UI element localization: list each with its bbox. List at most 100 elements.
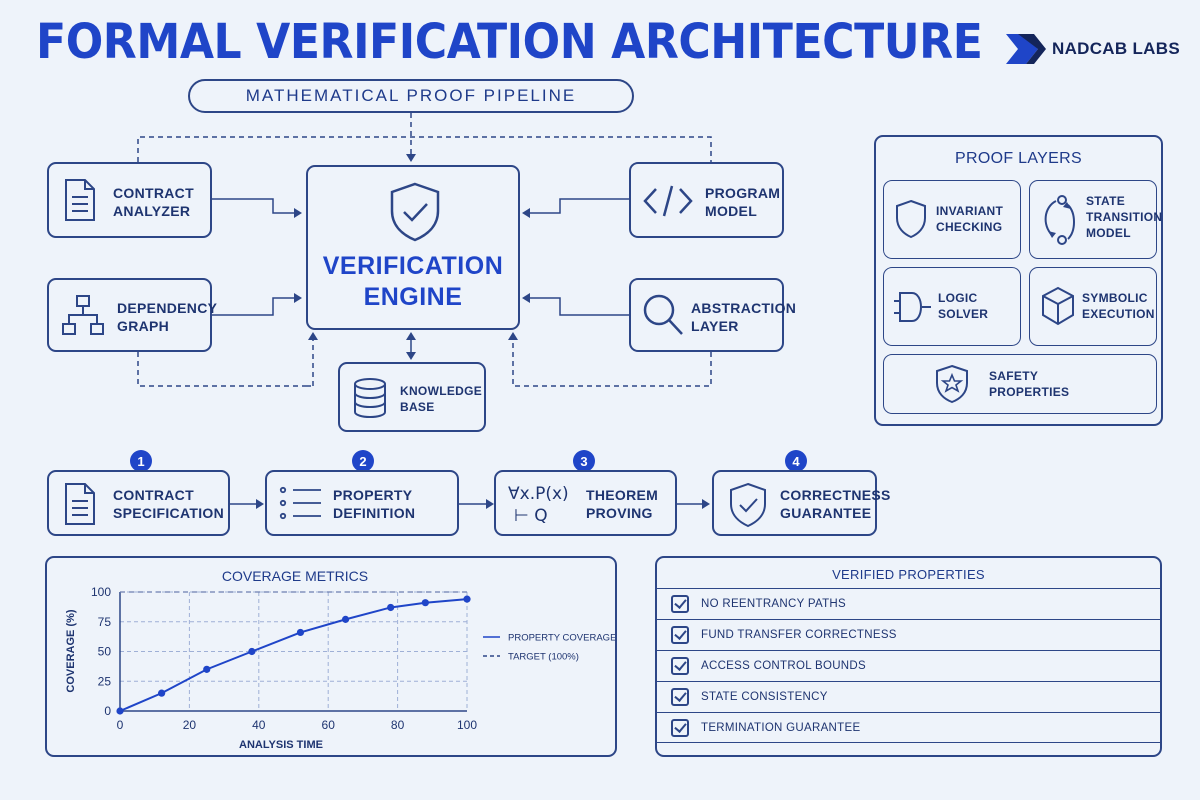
verified-item-label: NO REENTRANCY PATHS xyxy=(701,598,846,610)
invariant-label-2: CHECKING xyxy=(936,220,1003,234)
safety-properties-card: SAFETY PROPERTIES xyxy=(883,354,1157,414)
step-2-property-definition: PROPERTY DEFINITION xyxy=(265,470,459,536)
cube-icon xyxy=(1042,286,1074,326)
legend-label: TARGET (100%) xyxy=(508,652,579,663)
dependency-graph-node: DEPENDENCY GRAPH xyxy=(47,278,217,352)
engine-title-line-2: ENGINE xyxy=(363,283,463,311)
verified-item-label: STATE CONSISTENCY xyxy=(701,691,828,703)
abstraction-layer-node: ABSTRACTION LAYER xyxy=(629,278,796,352)
logic-label-2: SOLVER xyxy=(938,307,989,321)
abstraction-layer-label-2: LAYER xyxy=(691,318,739,334)
proof-layers-panel: PROOF LAYERS INVARIANT CHECKING STATE TR… xyxy=(874,135,1163,426)
step-2-badge: 2 xyxy=(352,450,374,472)
verified-item: ACCESS CONTROL BOUNDS xyxy=(657,650,1160,681)
verified-item: STATE CONSISTENCY xyxy=(657,681,1160,712)
brand-logo: NADCAB LABS xyxy=(1004,30,1180,68)
data-point xyxy=(296,628,305,637)
invariant-label-1: INVARIANT xyxy=(936,204,1004,218)
y-tick-label: 0 xyxy=(104,704,111,718)
y-tick-label: 100 xyxy=(91,585,111,599)
verified-properties-title: VERIFIED PROPERTIES xyxy=(832,567,985,582)
checkbox-icon xyxy=(671,657,689,675)
step-3-theorem-proving: ∀x.P(x) ⊢ Q THEOREM PROVING xyxy=(494,470,677,536)
verification-engine-node: VERIFICATION ENGINE xyxy=(306,165,520,330)
contract-analyzer-label-1: CONTRACT xyxy=(113,185,194,201)
symbolic-execution-card: SYMBOLIC EXECUTION xyxy=(1029,267,1157,346)
step-2-line-2: DEFINITION xyxy=(333,505,416,521)
verified-item-label: FUND TRANSFER CORRECTNESS xyxy=(701,629,897,641)
step-1-badge: 1 xyxy=(130,450,152,472)
chart-x-axis-label: ANALYSIS TIME xyxy=(239,739,323,751)
magnifier-icon xyxy=(643,294,683,335)
step-1-line-2: SPECIFICATION xyxy=(113,505,224,521)
verified-item-label: ACCESS CONTROL BOUNDS xyxy=(701,660,866,672)
chart-y-axis-label: COVERAGE (%) xyxy=(65,609,77,692)
engine-title-line-1: VERIFICATION xyxy=(322,252,504,280)
page-title: FORMAL VERIFICATION ARCHITECTURE xyxy=(36,14,983,70)
nadcab-logo-icon xyxy=(1006,34,1046,64)
logic-gate-icon xyxy=(894,292,931,322)
x-tick-label: 40 xyxy=(252,718,266,732)
verified-properties-panel: VERIFIED PROPERTIES NO REENTRANCY PATHS … xyxy=(655,556,1162,757)
series-line-1 xyxy=(119,598,468,712)
document-icon xyxy=(65,179,95,221)
knowledge-base-node: KNOWLEDGE BASE xyxy=(338,362,486,432)
symbolic-label-1: SYMBOLIC xyxy=(1082,291,1148,305)
coverage-metrics-panel: COVERAGE METRICS COVERAGE (%) ANALYSIS T… xyxy=(45,556,617,757)
pipeline-banner: MATHEMATICAL PROOF PIPELINE xyxy=(188,79,634,113)
knowledge-base-label-1: KNOWLEDGE xyxy=(400,384,483,398)
dependency-graph-label-2: GRAPH xyxy=(117,318,170,334)
logic-label-1: LOGIC xyxy=(938,291,978,305)
cycle-icon xyxy=(1044,195,1075,245)
checkbox-icon xyxy=(671,595,689,613)
contract-analyzer-node: CONTRACT ANALYZER xyxy=(47,162,212,238)
step-1-contract-specification: CONTRACT SPECIFICATION xyxy=(47,470,230,536)
checkbox-icon xyxy=(671,626,689,644)
data-point xyxy=(116,707,124,715)
step-1-line-1: CONTRACT xyxy=(113,487,194,503)
program-model-node: PROGRAM MODEL xyxy=(629,162,784,238)
state-transition-card: STATE TRANSITION MODEL xyxy=(1029,180,1162,259)
shield-check-icon xyxy=(730,482,766,528)
state-label-3: MODEL xyxy=(1086,226,1131,240)
data-point xyxy=(387,603,395,612)
step-2-line-1: PROPERTY xyxy=(333,487,413,503)
step-3-badge: 3 xyxy=(573,450,595,472)
data-point xyxy=(463,595,471,603)
y-tick-label: 50 xyxy=(98,645,112,659)
step-4-correctness-guarantee: CORRECTNESS GUARANTEE xyxy=(712,470,890,536)
formula-line-2: ⊢ Q xyxy=(514,506,548,526)
formula-icon: ∀x.P(x) ⊢ Q xyxy=(508,483,569,527)
chart-title: COVERAGE METRICS xyxy=(222,568,368,584)
y-tick-label: 75 xyxy=(98,615,112,629)
logic-solver-card: LOGIC SOLVER xyxy=(883,267,1021,346)
verified-item: FUND TRANSFER CORRECTNESS xyxy=(657,619,1160,650)
invariant-checking-card: INVARIANT CHECKING xyxy=(883,180,1021,259)
checkbox-icon xyxy=(671,718,689,737)
x-tick-label: 60 xyxy=(322,718,336,732)
verified-item-label: TERMINATION GUARANTEE xyxy=(701,721,861,734)
document-icon xyxy=(65,483,95,525)
knowledge-base-label-2: BASE xyxy=(400,400,435,414)
contract-analyzer-label-2: ANALYZER xyxy=(113,203,191,219)
x-tick-label: 80 xyxy=(391,718,405,732)
program-model-label-2: MODEL xyxy=(705,203,758,219)
shield-icon xyxy=(896,199,926,239)
x-tick-label: 0 xyxy=(117,718,124,732)
step-4-badge: 4 xyxy=(785,450,807,472)
hierarchy-icon xyxy=(62,295,104,335)
data-point xyxy=(421,599,429,607)
data-point xyxy=(158,689,166,697)
state-label-2: TRANSITION xyxy=(1086,210,1163,224)
symbolic-label-2: EXECUTION xyxy=(1082,307,1155,321)
formula-line-1: ∀x.P(x) xyxy=(508,484,569,504)
checkbox-icon xyxy=(671,688,689,706)
y-tick-label: 25 xyxy=(98,674,112,688)
x-tick-label: 20 xyxy=(183,718,197,732)
state-label-1: STATE xyxy=(1086,194,1126,208)
database-icon xyxy=(354,378,386,419)
brand-name: NADCAB LABS xyxy=(1052,39,1180,58)
safety-label-1: SAFETY xyxy=(989,369,1039,383)
data-point xyxy=(248,647,256,656)
